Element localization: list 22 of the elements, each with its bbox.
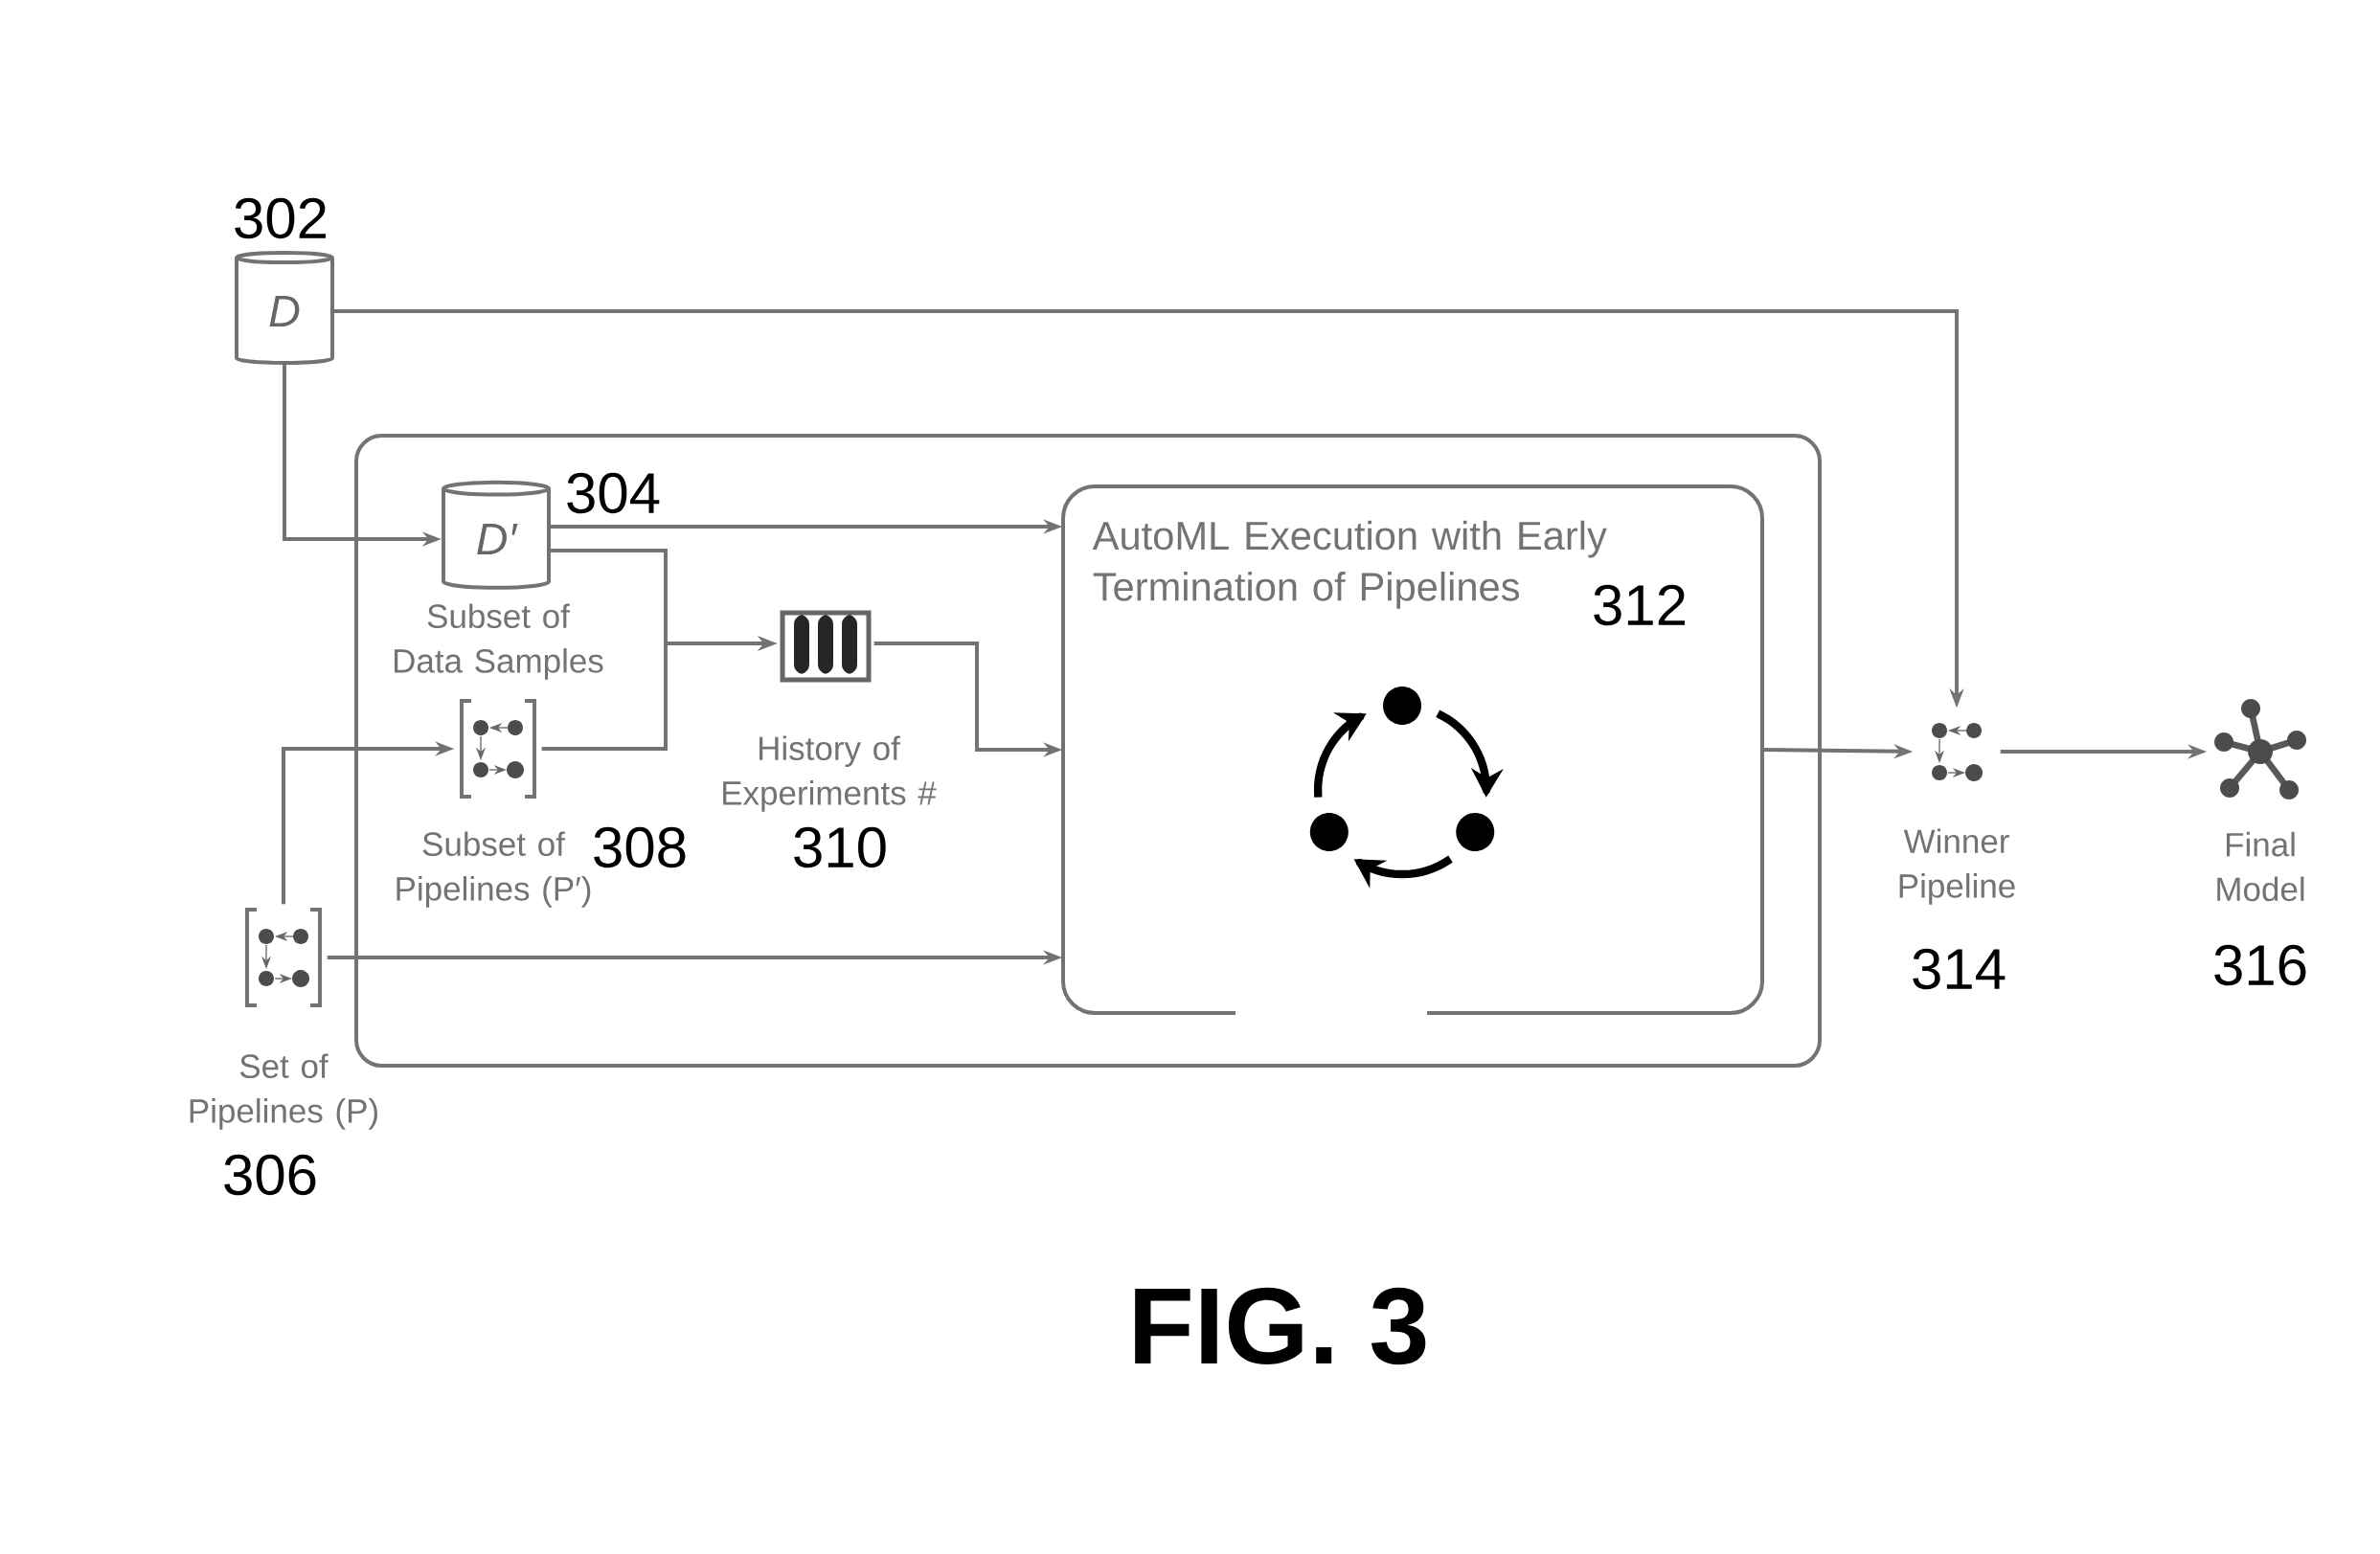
pipeline-icon [460, 699, 536, 799]
reference-number: 316 [2214, 944, 2306, 986]
caption-text: Final Model [2217, 831, 2304, 902]
database-cylinder: D′ [442, 480, 551, 590]
reference-number: 304 [567, 472, 660, 514]
caption-text: Subset of Pipelines (P′) [397, 831, 591, 908]
caption-text: Subset of Data Samples [395, 603, 603, 680]
reference-number: 302 [235, 197, 327, 239]
pipeline-icon [1932, 723, 1983, 781]
caption-text: Winner Pipeline [1899, 828, 2015, 905]
reference-number: 314 [1913, 948, 2006, 990]
reference-number: 306 [224, 1154, 316, 1196]
caption-text: History of Experiments # [723, 735, 937, 812]
test-tube-rack-icon [780, 610, 872, 683]
reference-number: 308 [594, 826, 686, 868]
database-cylinder: D [235, 251, 334, 365]
reference-number: 310 [794, 826, 886, 868]
figure-caption: FIG. 3 [1135, 1287, 1426, 1365]
pipeline-icon [245, 908, 322, 1008]
panel-box [354, 434, 1823, 1069]
caption-text: Set of Pipelines (P) [190, 1053, 377, 1130]
network-icon [2214, 699, 2307, 800]
